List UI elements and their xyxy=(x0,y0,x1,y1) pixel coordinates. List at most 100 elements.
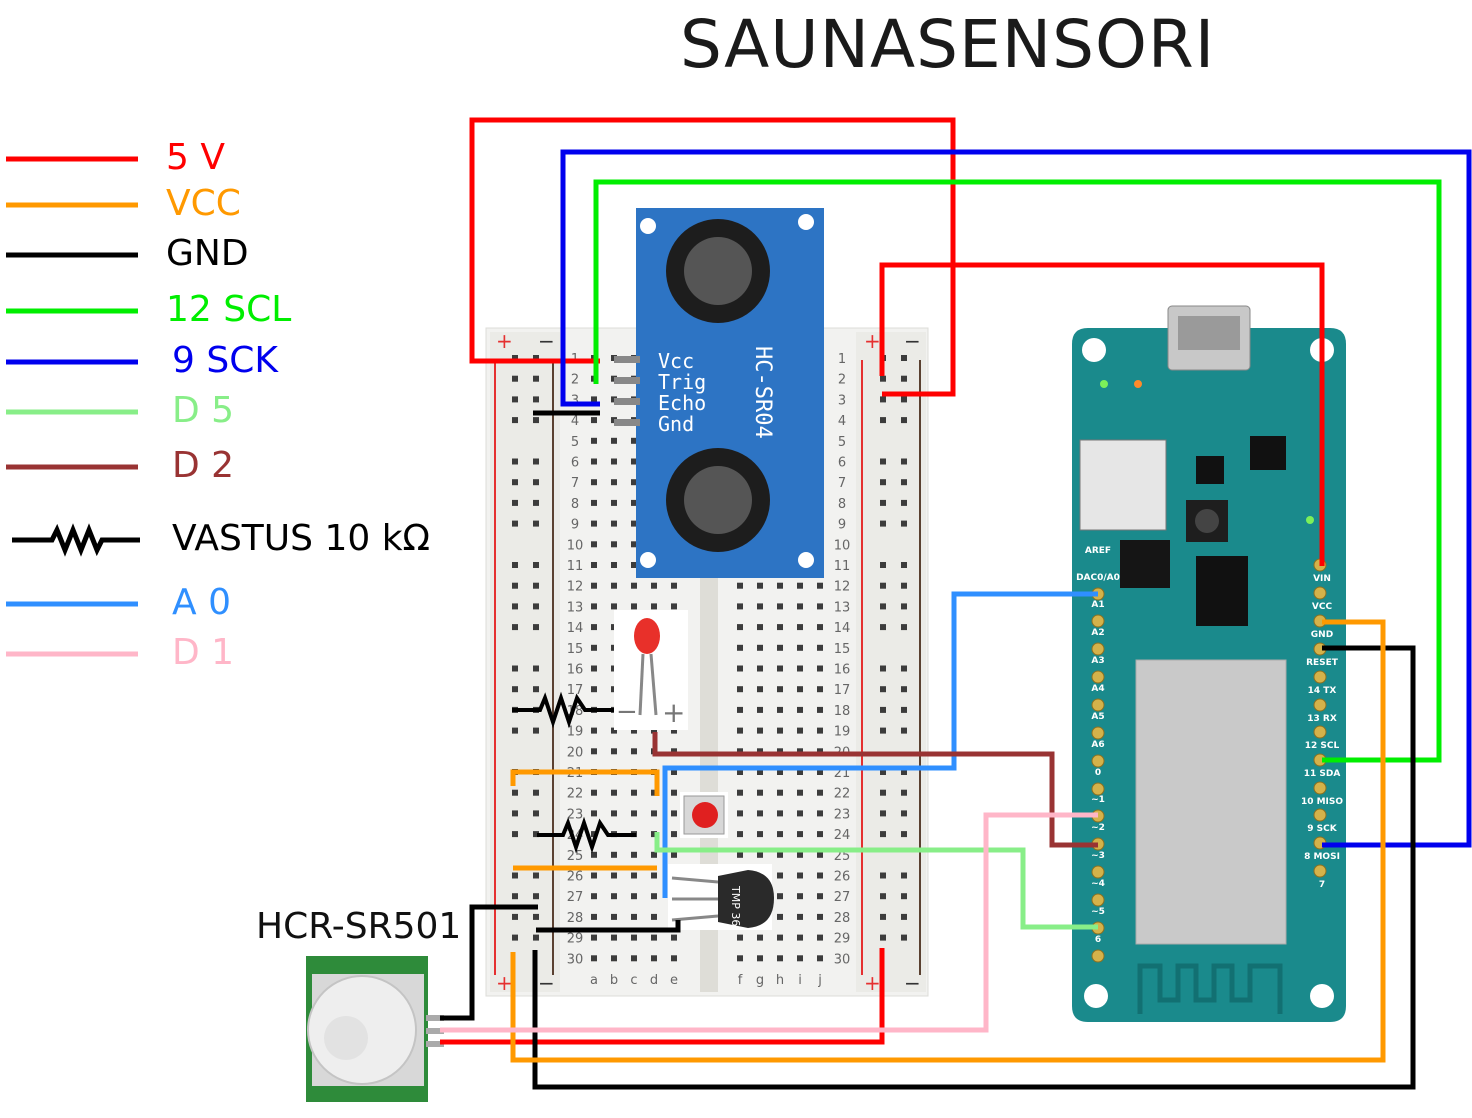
legend-label: GND xyxy=(166,233,249,274)
row-label: 3 xyxy=(838,393,846,408)
rail-hole xyxy=(901,872,907,879)
rail-hole xyxy=(901,686,907,693)
board-pin-icon xyxy=(1091,754,1105,768)
col-label: g xyxy=(756,973,764,988)
bb-hole xyxy=(591,913,597,920)
bb-hole xyxy=(817,624,823,631)
board-pins: AREFDAC0/A0A1A2A3A4A5A60~1~2~3~4~56VINVC… xyxy=(1076,546,1343,963)
rail-hole xyxy=(512,831,518,838)
bb-hole xyxy=(671,603,677,610)
rail-hole xyxy=(512,562,518,568)
row-label: 12 xyxy=(567,580,584,595)
rail-hole xyxy=(880,934,886,941)
bb-hole xyxy=(737,934,743,941)
board-pin-label: 8 MOSI xyxy=(1304,852,1340,862)
rail-hole xyxy=(901,810,907,817)
rail-hole xyxy=(533,499,539,506)
row-label: 4 xyxy=(838,414,846,429)
bb-hole xyxy=(591,582,597,589)
tmp-body xyxy=(718,870,774,928)
bb-hole xyxy=(797,706,803,713)
temperature-sensor: TMP 36 xyxy=(668,864,774,930)
rail-hole xyxy=(880,624,886,631)
bb-hole xyxy=(651,872,657,879)
ic-chip xyxy=(1250,436,1286,470)
mount-hole-icon xyxy=(1310,984,1334,1008)
bb-hole xyxy=(591,458,597,465)
sensor-model: HC-SR04 xyxy=(750,346,775,439)
bb-hole xyxy=(737,665,743,672)
bb-hole xyxy=(591,748,597,755)
bb-hole xyxy=(591,810,597,817)
row-label: 25 xyxy=(834,849,851,864)
bb-hole xyxy=(797,769,803,775)
bb-hole xyxy=(651,789,657,796)
bb-hole xyxy=(591,603,597,610)
bb-hole xyxy=(737,582,743,589)
rail-hole xyxy=(901,665,907,672)
rail-hole xyxy=(901,375,907,382)
col-label: j xyxy=(817,973,822,988)
wire-5v-sensor xyxy=(469,117,956,397)
bb-hole xyxy=(651,831,657,838)
bb-hole xyxy=(817,893,823,900)
bb-hole xyxy=(671,851,677,858)
sensor-pin-gnd: Gnd xyxy=(658,412,694,436)
bb-hole xyxy=(591,955,597,962)
mount-hole-icon xyxy=(1084,984,1108,1008)
board-pin-icon xyxy=(1091,670,1105,684)
bb-hole xyxy=(817,851,823,858)
bb-hole xyxy=(777,872,783,879)
bb-hole xyxy=(737,955,743,962)
bb-hole xyxy=(797,913,803,920)
rail-hole xyxy=(901,520,907,527)
row-label: 7 xyxy=(838,476,846,491)
button-cap-icon xyxy=(692,802,718,828)
bb-hole xyxy=(757,748,763,755)
board-pin-label: A1 xyxy=(1091,600,1104,610)
bb-hole xyxy=(817,769,823,775)
led-status-icon xyxy=(1306,516,1314,524)
bb-hole xyxy=(591,479,597,486)
rail-hole xyxy=(880,686,886,693)
bb-hole xyxy=(777,665,783,672)
rail-hole xyxy=(880,789,886,796)
bb-hole xyxy=(611,562,617,568)
rail-hole xyxy=(880,893,886,900)
bb-hole xyxy=(591,562,597,568)
bb-hole xyxy=(777,706,783,713)
bb-hole xyxy=(797,955,803,962)
bb-hole xyxy=(757,706,763,713)
board-pin-icon xyxy=(1313,808,1327,822)
bb-hole xyxy=(591,872,597,879)
led-plus-icon: + xyxy=(662,696,685,729)
sensor-pin xyxy=(614,398,640,405)
rail-hole xyxy=(901,913,907,920)
row-label: 6 xyxy=(571,456,579,471)
rail-hole xyxy=(533,520,539,527)
rail-hole xyxy=(512,727,518,734)
sensor-pin xyxy=(614,356,640,363)
board-pin-icon xyxy=(1091,782,1105,796)
voltage-regulator-chip xyxy=(1120,540,1170,588)
bb-hole xyxy=(631,748,637,755)
board-pin-icon xyxy=(1091,893,1105,907)
tmp-leg xyxy=(671,876,719,884)
bb-hole xyxy=(737,789,743,796)
rail-hole xyxy=(533,603,539,610)
bb-hole xyxy=(631,913,637,920)
wire-scl xyxy=(593,179,1442,763)
bb-hole xyxy=(817,582,823,589)
row-label: 11 xyxy=(834,559,851,574)
wire-vcc-button-top xyxy=(510,769,660,796)
sensor-pin-vcc: Vcc xyxy=(658,349,694,373)
bb-hole xyxy=(797,789,803,796)
rail-hole xyxy=(901,603,907,610)
row-label: 25 xyxy=(567,849,584,864)
rail-hole xyxy=(901,417,907,424)
bb-hole xyxy=(631,582,637,589)
rail-hole xyxy=(880,706,886,713)
rail-hole xyxy=(880,520,886,527)
board-pin-label: ~1 xyxy=(1091,795,1105,805)
